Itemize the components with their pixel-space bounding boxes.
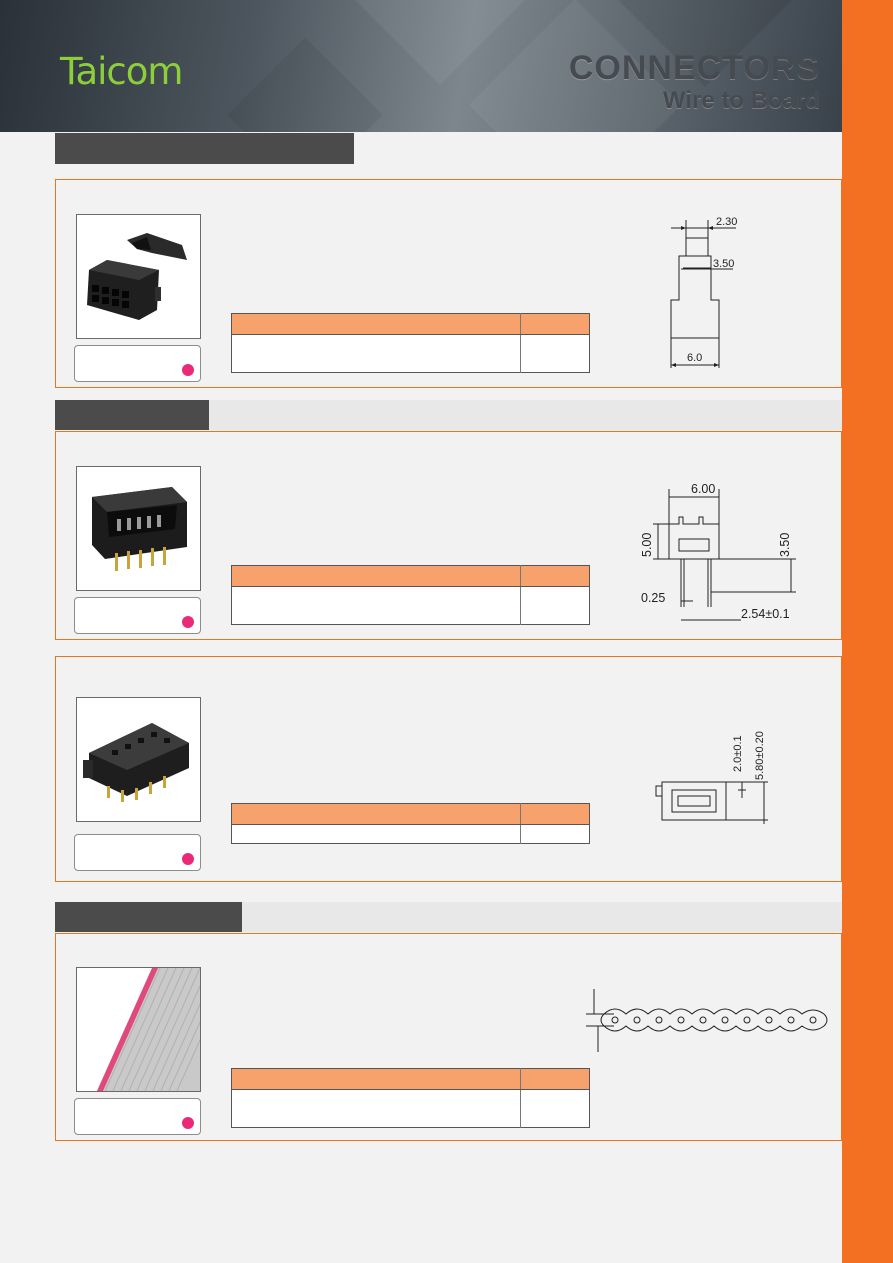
- catalog-subtitle: Wire to Board: [662, 87, 820, 114]
- rohs-dot: [182, 853, 194, 865]
- section-tab-2: [55, 400, 209, 430]
- product-photo: [76, 466, 201, 591]
- dim-label: 6.00: [691, 482, 715, 496]
- spec-header-cell: [520, 313, 590, 335]
- spec-header-cell: [231, 1068, 521, 1090]
- spec-cell: [521, 335, 590, 373]
- spec-cell: [231, 1089, 521, 1128]
- taicom-logo: Taicom: [60, 50, 183, 93]
- spec-table: [231, 565, 590, 625]
- product-card-dip-plug: 2.0±0.1 5.80±0.20: [55, 656, 842, 882]
- spec-table: [231, 803, 590, 844]
- cross-section-drawing-flat-cable: [586, 989, 828, 1052]
- product-photo: [76, 967, 201, 1092]
- section-tab-1: [55, 133, 354, 164]
- spec-header-cell: [231, 565, 521, 587]
- product-card-flat-cable: [55, 933, 842, 1141]
- catalog-title: CONNECTORS: [568, 49, 820, 87]
- spec-cell: [521, 587, 590, 625]
- section-tab-4: [55, 902, 242, 932]
- dim-label: 3.50: [778, 533, 792, 557]
- idc-socket-image: [87, 233, 187, 320]
- section-bar-4: [55, 902, 842, 932]
- section-bar-1: [55, 133, 842, 164]
- side-accent-strip: [842, 0, 893, 1263]
- spec-cell: [231, 824, 521, 844]
- rohs-dot: [182, 364, 194, 376]
- part-number-box: [74, 834, 201, 871]
- dimension-drawing-box-header: 6.00 5.00 3.50 0.25 2.54±0.1: [640, 482, 796, 621]
- spec-header-cell: [520, 565, 590, 587]
- dip-plug-image: [83, 723, 189, 802]
- product-photo: [76, 697, 201, 822]
- part-number-box: [74, 345, 201, 382]
- rohs-dot: [182, 1117, 194, 1129]
- box-header-image: [92, 487, 187, 571]
- part-number-box: [74, 1098, 201, 1135]
- dim-label: 2.54±0.1: [741, 607, 790, 621]
- spec-cell: [521, 825, 590, 844]
- flat-cable-image: [77, 968, 200, 1091]
- dim-label: 2.0±0.1: [732, 735, 744, 772]
- spec-table: [231, 313, 590, 373]
- product-card-idc-socket: 2.30 3.50 6.0: [55, 179, 842, 388]
- dim-label: 0.25: [641, 591, 665, 605]
- dim-label: 3.50: [713, 258, 734, 270]
- product-photo: [76, 214, 201, 339]
- dim-label: 6.0: [687, 352, 702, 364]
- page-title: CONNECTORS Wire to Board: [569, 50, 820, 116]
- product-card-box-header: 6.00 5.00 3.50 0.25 2.54±0.1: [55, 431, 842, 640]
- dim-label: 2.30: [716, 216, 737, 228]
- spec-cell: [231, 334, 521, 373]
- spec-cell: [521, 1090, 590, 1128]
- rohs-dot: [182, 616, 194, 628]
- spec-header-cell: [520, 803, 590, 825]
- page-header: Taicom CONNECTORS Wire to Board: [0, 0, 842, 132]
- dimension-drawing-idc-socket: 2.30 3.50 6.0: [670, 216, 737, 368]
- part-number-box: [74, 597, 201, 634]
- spec-header-cell: [231, 803, 521, 825]
- spec-header-cell: [231, 313, 521, 335]
- spec-table: [231, 1068, 590, 1128]
- spec-header-cell: [520, 1068, 590, 1090]
- dimension-drawing-dip-plug: 2.0±0.1 5.80±0.20: [655, 731, 768, 824]
- dim-label: 5.80±0.20: [754, 731, 766, 780]
- dim-label: 5.00: [640, 533, 654, 557]
- spec-cell: [231, 586, 521, 625]
- section-bar-2: [55, 400, 842, 430]
